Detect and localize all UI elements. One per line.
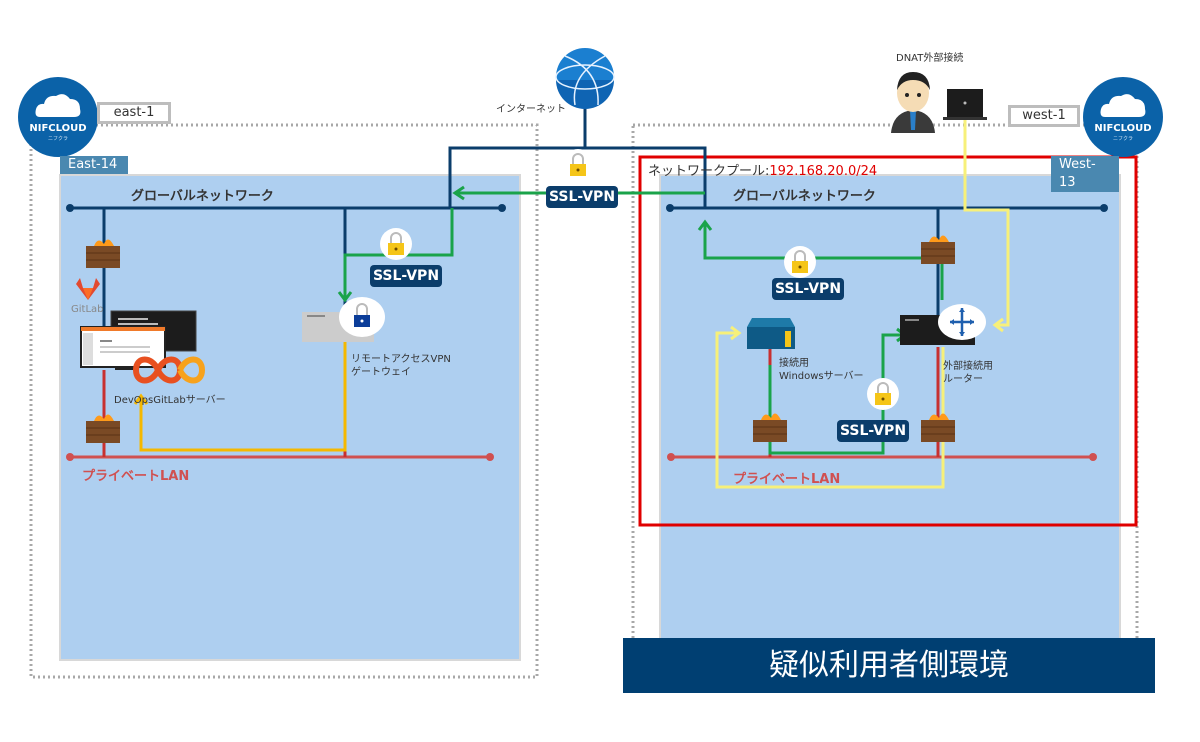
west-private-lan-title: プライベートLAN: [733, 472, 841, 487]
east-nifcloud-logo: NIFCLOUD ニフクラ: [18, 77, 98, 157]
firewall-icon: [921, 235, 955, 264]
laptop-icon: [943, 89, 987, 120]
east-ssl-vpn-badge: SSL-VPN: [370, 265, 442, 287]
router-label-line1: 外部接続用: [943, 361, 993, 372]
west-private-endpoint-left: [667, 453, 675, 461]
router-icon: [900, 304, 986, 345]
lock-icon: [562, 149, 594, 181]
dnat-label: DNAT外部接続: [896, 53, 964, 64]
west-logo-sub: ニフクラ: [1112, 136, 1133, 142]
cloud-icon: [35, 94, 81, 117]
east-private-endpoint-left: [66, 453, 74, 461]
east-logo-name: NIFCLOUD: [29, 123, 87, 134]
router-label-line2: ルーター: [943, 374, 983, 385]
west-global-network-title: グローバルネットワーク: [733, 189, 876, 204]
west-global-endpoint-right: [1100, 204, 1108, 212]
west-ssl-vpn-lower-badge: SSL-VPN: [837, 420, 909, 442]
west-global-endpoint-left: [666, 204, 674, 212]
firewall-icon: [753, 413, 787, 442]
west-region-label: west-1: [1008, 105, 1080, 127]
devops-gitlab-server-icon: [80, 310, 206, 384]
east-vpn-arrow: [337, 291, 353, 303]
network-pool-cidr: 192.168.20.0/24: [769, 164, 878, 179]
east-zone-tab: East-14: [60, 156, 128, 174]
windows-server-label-line2: Windowsサーバー: [779, 371, 864, 382]
internet-label: インターネット: [496, 104, 566, 115]
gitlab-server-label: DevOpsGitLabサーバー: [114, 395, 226, 406]
west-logo-name: NIFCLOUD: [1094, 123, 1152, 134]
center-vpn-arrow: [452, 185, 465, 201]
lock-icon: [867, 378, 899, 410]
east-private-endpoint-right: [486, 453, 494, 461]
east-user-path-arrow: [133, 393, 149, 405]
east-logo-sub: ニフクラ: [47, 136, 68, 142]
west-nifcloud-logo: NIFCLOUD ニフクラ: [1083, 77, 1163, 157]
firewall-icon: [921, 413, 955, 442]
lock-icon: [784, 246, 816, 278]
west-ssl-vpn-upper-badge: SSL-VPN: [772, 278, 844, 300]
windows-server-label: 接続用 Windowsサーバー: [779, 357, 864, 383]
east-user-path: [139, 342, 347, 452]
vpn-gateway-label-line1: リモートアクセスVPN: [351, 354, 451, 365]
windows-server-icon: [747, 318, 795, 349]
windows-server-label-line1: 接続用: [779, 358, 809, 369]
west-zone-panel: [659, 174, 1121, 646]
gitlab-logo-label: GitLab: [71, 304, 104, 315]
west-rdp-arrow: [730, 325, 742, 341]
network-pool-caption: ネットワークプール:: [648, 164, 770, 179]
east-global-network-title: グローバルネットワーク: [131, 189, 274, 204]
east-region-label: east-1: [97, 102, 171, 124]
user-avatar-icon: [891, 72, 935, 133]
pseudo-user-environment-banner: 疑似利用者側環境: [623, 638, 1155, 693]
router-label: 外部接続用 ルーター: [943, 360, 993, 386]
lock-icon: [380, 228, 412, 260]
east-global-endpoint-left: [66, 204, 74, 212]
east-global-endpoint-right: [498, 204, 506, 212]
globe-icon: [555, 48, 615, 109]
firewall-icon: [86, 414, 120, 443]
west-vpn-upper-path: [703, 222, 944, 300]
west-private-endpoint-right: [1089, 453, 1097, 461]
east-region-boundary: [29, 123, 539, 679]
network-pool-label: ネットワークプール:192.168.20.0/24: [648, 160, 877, 179]
vpn-gateway-label: リモートアクセスVPN ゲートウェイ: [351, 353, 451, 379]
vpn-gateway-icon: [302, 297, 385, 342]
cloud-icon: [1100, 94, 1146, 117]
west-dnat-path: [963, 120, 1010, 327]
west-vpn-upper-arrow: [697, 219, 713, 231]
firewall-icon: [86, 239, 120, 268]
east-private-lan-title: プライベートLAN: [82, 469, 190, 484]
center-ssl-vpn-badge: SSL-VPN: [546, 186, 618, 208]
network-pool-highlight: [638, 155, 1138, 527]
west-zone-tab: West-13: [1051, 156, 1119, 192]
internet-backbone: [448, 146, 707, 208]
vpn-gateway-label-line2: ゲートウェイ: [351, 367, 411, 378]
gitlab-logo-icon: [76, 278, 100, 300]
west-dnat-arrow: [992, 317, 1004, 333]
